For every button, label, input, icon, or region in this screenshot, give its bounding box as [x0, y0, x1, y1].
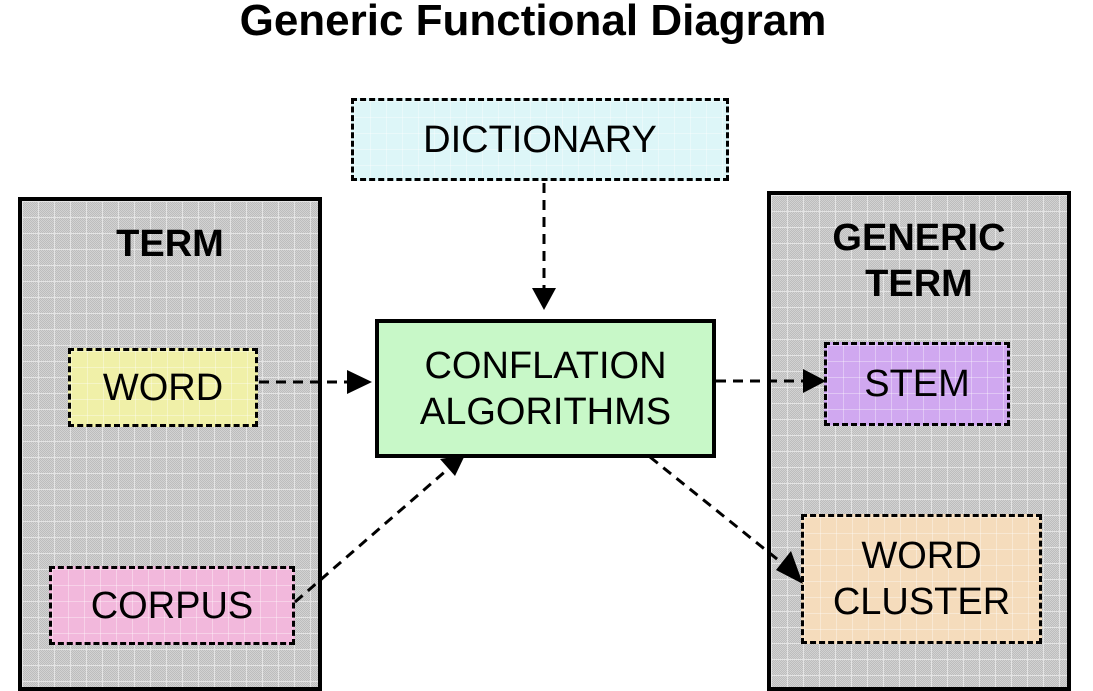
- stem-label: STEM: [864, 363, 970, 405]
- corpus-label: CORPUS: [90, 584, 254, 627]
- dictionary-node: DICTIONARY: [351, 98, 729, 181]
- conflation-algorithms-node: CONFLATION ALGORITHMS: [375, 319, 716, 458]
- diagram-title: Generic Functional Diagram: [239, 0, 827, 45]
- generic-term-title-line2: TERM: [865, 263, 973, 305]
- generic-term-title-line1: GENERIC: [832, 217, 1006, 259]
- word-cluster-label-line1: WORD: [861, 535, 982, 577]
- dictionary-label: DICTIONARY: [423, 118, 657, 161]
- word-cluster-label-line2: CLUSTER: [832, 581, 1011, 623]
- edge-dictionary-to-conflation: [532, 183, 556, 310]
- arrowhead-icon: [532, 288, 556, 310]
- arrowhead-icon: [440, 455, 465, 476]
- edge-line: [649, 455, 783, 565]
- term-panel-title: TERM: [116, 223, 224, 265]
- conflation-label-line1: CONFLATION: [424, 344, 667, 387]
- word-node: WORD: [68, 348, 258, 427]
- corpus-node: CORPUS: [49, 566, 295, 645]
- word-cluster-node: WORD CLUSTER: [801, 514, 1042, 644]
- stem-node: STEM: [824, 342, 1010, 426]
- conflation-label-line2: ALGORITHMS: [419, 390, 672, 433]
- word-label: WORD: [102, 366, 224, 409]
- arrowhead-icon: [347, 370, 372, 394]
- generic-term-panel-title: GENERIC TERM: [771, 215, 1067, 307]
